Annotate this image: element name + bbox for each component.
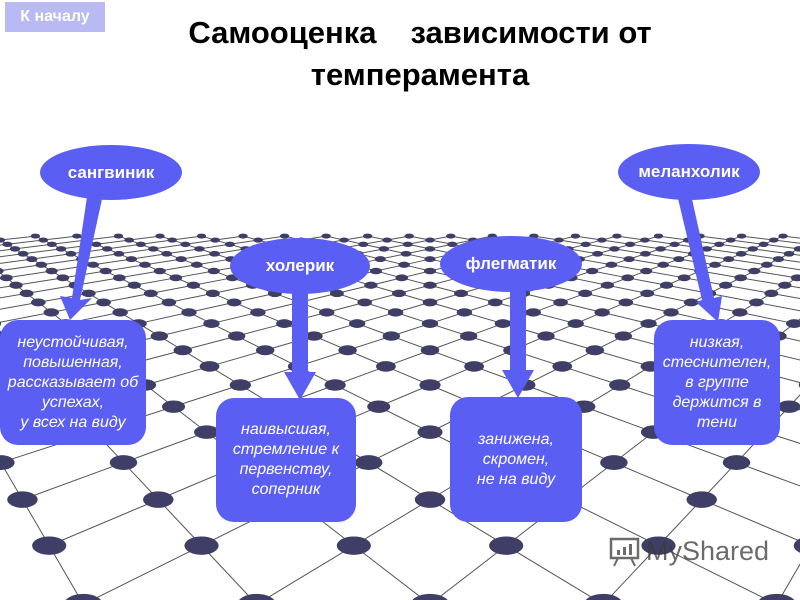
description-phlegmatic: занижена, скромен, не на виду [450,397,582,522]
node-label: флегматик [465,254,557,273]
node-phlegmatic: флегматик [440,236,582,292]
description-sanguine: неустойчивая, повышенная, рассказывает о… [0,320,146,445]
description-choleric: наивысшая, стремление к первенству, сопе… [216,398,356,522]
home-button[interactable]: К началу [5,2,105,32]
title-part-1: Самооценка [188,15,377,50]
page-title: Самооценка зависимости от темперамента [90,12,750,96]
watermark-text: MyShared [646,535,770,566]
node-melancholic: меланхолик [618,144,760,200]
node-label: холерик [265,256,335,275]
title-part-2: зависимости от [410,15,652,50]
node-label: сангвиник [67,162,155,182]
description-melancholic: низкая, стеснителен, в группе держится в… [654,320,780,445]
presentation-chart-icon [609,537,640,567]
title-line-2: темперамента [310,57,530,92]
watermark: MyShared [608,534,769,568]
node-label: меланхолик [638,162,740,181]
node-choleric: холерик [230,238,370,294]
node-sanguine: сангвиник [40,145,182,200]
